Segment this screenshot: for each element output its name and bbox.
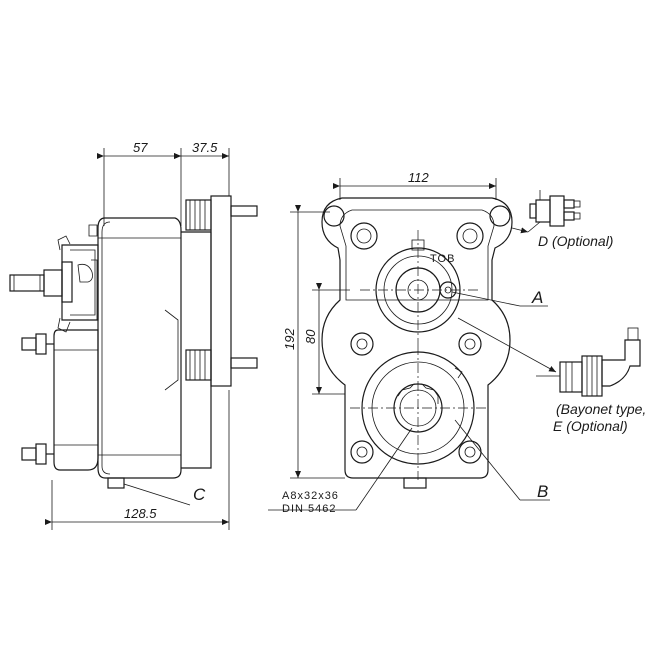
callout-a: A xyxy=(531,288,543,307)
leader-lines xyxy=(268,227,557,511)
callout-e-optional: E (Optional) xyxy=(553,418,628,434)
dim-192: 192 xyxy=(282,328,297,350)
dim-128-5: 128.5 xyxy=(124,506,157,521)
callout-bayonet-type: (Bayonet type, xyxy=(556,401,646,417)
component-d xyxy=(527,190,581,233)
face-marking: TOB xyxy=(430,253,455,265)
spline-spec-line1: A8x32x36 xyxy=(282,490,339,502)
dim-37-5: 37.5 xyxy=(192,140,218,155)
side-dimensions xyxy=(45,148,230,530)
callout-b: B xyxy=(537,482,548,501)
component-e xyxy=(536,327,641,397)
dim-57: 57 xyxy=(133,140,148,155)
callout-d-optional: D (Optional) xyxy=(538,233,613,249)
front-dimensions xyxy=(290,178,497,479)
front-view: TOB xyxy=(321,197,513,489)
spline-spec-line2: DIN 5462 xyxy=(282,503,336,515)
callout-c: C xyxy=(193,485,206,504)
side-view xyxy=(9,195,258,489)
dim-112: 112 xyxy=(408,170,429,185)
dim-80: 80 xyxy=(303,329,318,344)
